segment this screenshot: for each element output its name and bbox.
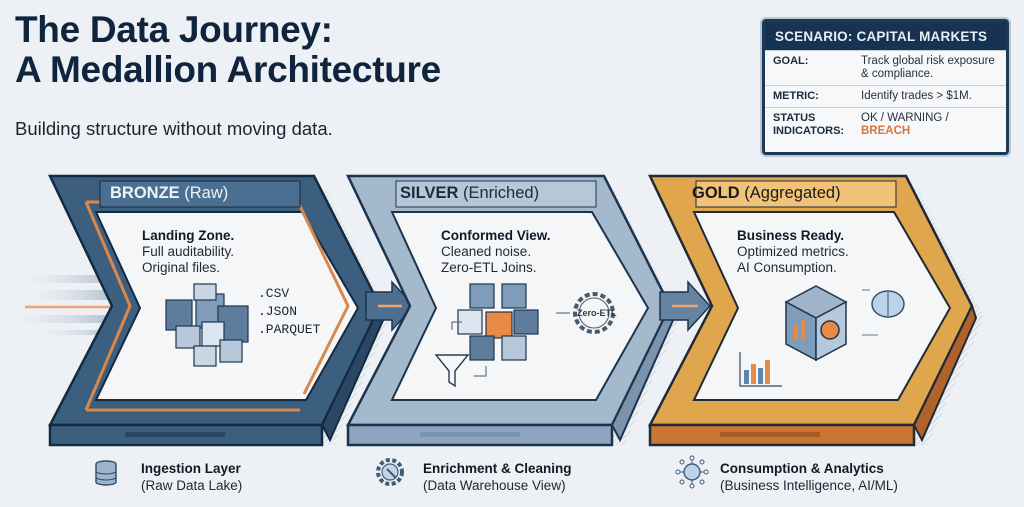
silver-name: SILVER <box>400 184 459 202</box>
cube-cluster-icon <box>457 283 539 361</box>
database-icon <box>95 460 117 486</box>
footer-ingestion-title: Ingestion Layer <box>141 461 241 476</box>
data-blocks-icon <box>165 283 249 367</box>
scenario-row-goal: GOAL: Track global risk exposure & compl… <box>765 50 1006 85</box>
bronze-name: BRONZE <box>110 184 180 202</box>
footer-consumption: Consumption & Analytics (Business Intelli… <box>720 460 898 494</box>
scenario-heading: SCENARIO: CAPITAL MARKETS <box>765 22 1006 50</box>
status-value: OK / WARNING / BREACH <box>861 112 998 138</box>
gold-name: GOLD <box>692 184 740 202</box>
footer-enrichment-title: Enrichment & Cleaning <box>423 461 572 476</box>
ext-parquet: .PARQUET <box>258 322 321 337</box>
bar-chart-icon <box>739 352 782 387</box>
silver-qualifier: (Enriched) <box>462 184 540 202</box>
status-label: STATUS INDICATORS: <box>773 112 845 137</box>
gold-description: Business Ready. Optimized metrics. AI Co… <box>737 228 849 276</box>
ai-brain-network-icon <box>675 455 709 489</box>
silver-line-2: Zero-ETL Joins. <box>441 260 537 275</box>
analytics-cube-icon <box>784 285 848 362</box>
ext-csv: .CSV <box>258 286 290 301</box>
zero-etl-gear-icon <box>556 292 615 334</box>
ext-json: .JSON <box>258 304 298 319</box>
file-extensions: .CSV .JSON .PARQUET <box>258 285 320 339</box>
flow-arrow-2 <box>659 280 712 332</box>
goal-label: GOAL: <box>773 55 809 67</box>
zero-etl-label: Zero-ETL <box>577 308 617 318</box>
footer-consumption-subtitle: (Business Intelligence, AI/ML) <box>720 478 898 493</box>
gold-heading: Business Ready. <box>737 228 845 243</box>
bronze-line-2: Original files. <box>142 260 221 275</box>
gold-qualifier: (Aggregated) <box>744 184 841 202</box>
incoming-data-streaks <box>0 275 120 335</box>
gold-line-2: AI Consumption. <box>737 260 837 275</box>
bronze-line-1: Full auditability. <box>142 244 235 259</box>
page-subtitle: Building structure without moving data. <box>15 118 333 139</box>
gold-line-1: Optimized metrics. <box>737 244 849 259</box>
scenario-card: SCENARIO: CAPITAL MARKETS GOAL: Track gl… <box>762 19 1009 155</box>
metric-value: Identify trades > $1M. <box>861 90 972 102</box>
gold-title: GOLD (Aggregated) <box>692 184 841 203</box>
footer-ingestion: Ingestion Layer (Raw Data Lake) <box>141 460 242 494</box>
bronze-title: BRONZE (Raw) <box>110 184 228 203</box>
status-breach: BREACH <box>861 125 911 137</box>
funnel-icon <box>434 321 487 388</box>
bronze-heading: Landing Zone. <box>142 228 235 243</box>
silver-heading: Conformed View. <box>441 228 551 243</box>
metric-label: METRIC: <box>773 90 819 102</box>
brain-icon <box>862 289 905 336</box>
silver-description: Conformed View. Cleaned noise. Zero-ETL … <box>441 228 551 276</box>
bronze-description: Landing Zone. Full auditability. Origina… <box>142 228 234 276</box>
footer-enrichment: Enrichment & Cleaning (Data Warehouse Vie… <box>423 460 572 494</box>
scenario-row-status: STATUS INDICATORS: OK / WARNING / BREACH <box>765 107 1006 142</box>
silver-title: SILVER (Enriched) <box>400 184 539 203</box>
title-line-1: The Data Journey: <box>15 9 333 50</box>
bronze-qualifier: (Raw) <box>184 184 229 202</box>
status-value-plain: OK / WARNING / <box>861 112 949 124</box>
footer-ingestion-subtitle: (Raw Data Lake) <box>141 478 243 493</box>
silver-line-1: Cleaned noise. <box>441 244 532 259</box>
page-title: The Data Journey: A Medallion Architectu… <box>15 10 441 90</box>
footer-consumption-title: Consumption & Analytics <box>720 461 884 476</box>
gear-wrench-icon <box>376 458 404 486</box>
footer-enrichment-subtitle: (Data Warehouse View) <box>423 478 566 493</box>
title-line-2: A Medallion Architecture <box>15 49 441 90</box>
scenario-row-metric: METRIC: Identify trades > $1M. <box>765 85 1006 107</box>
goal-value: Track global risk exposure & compliance. <box>861 55 995 80</box>
